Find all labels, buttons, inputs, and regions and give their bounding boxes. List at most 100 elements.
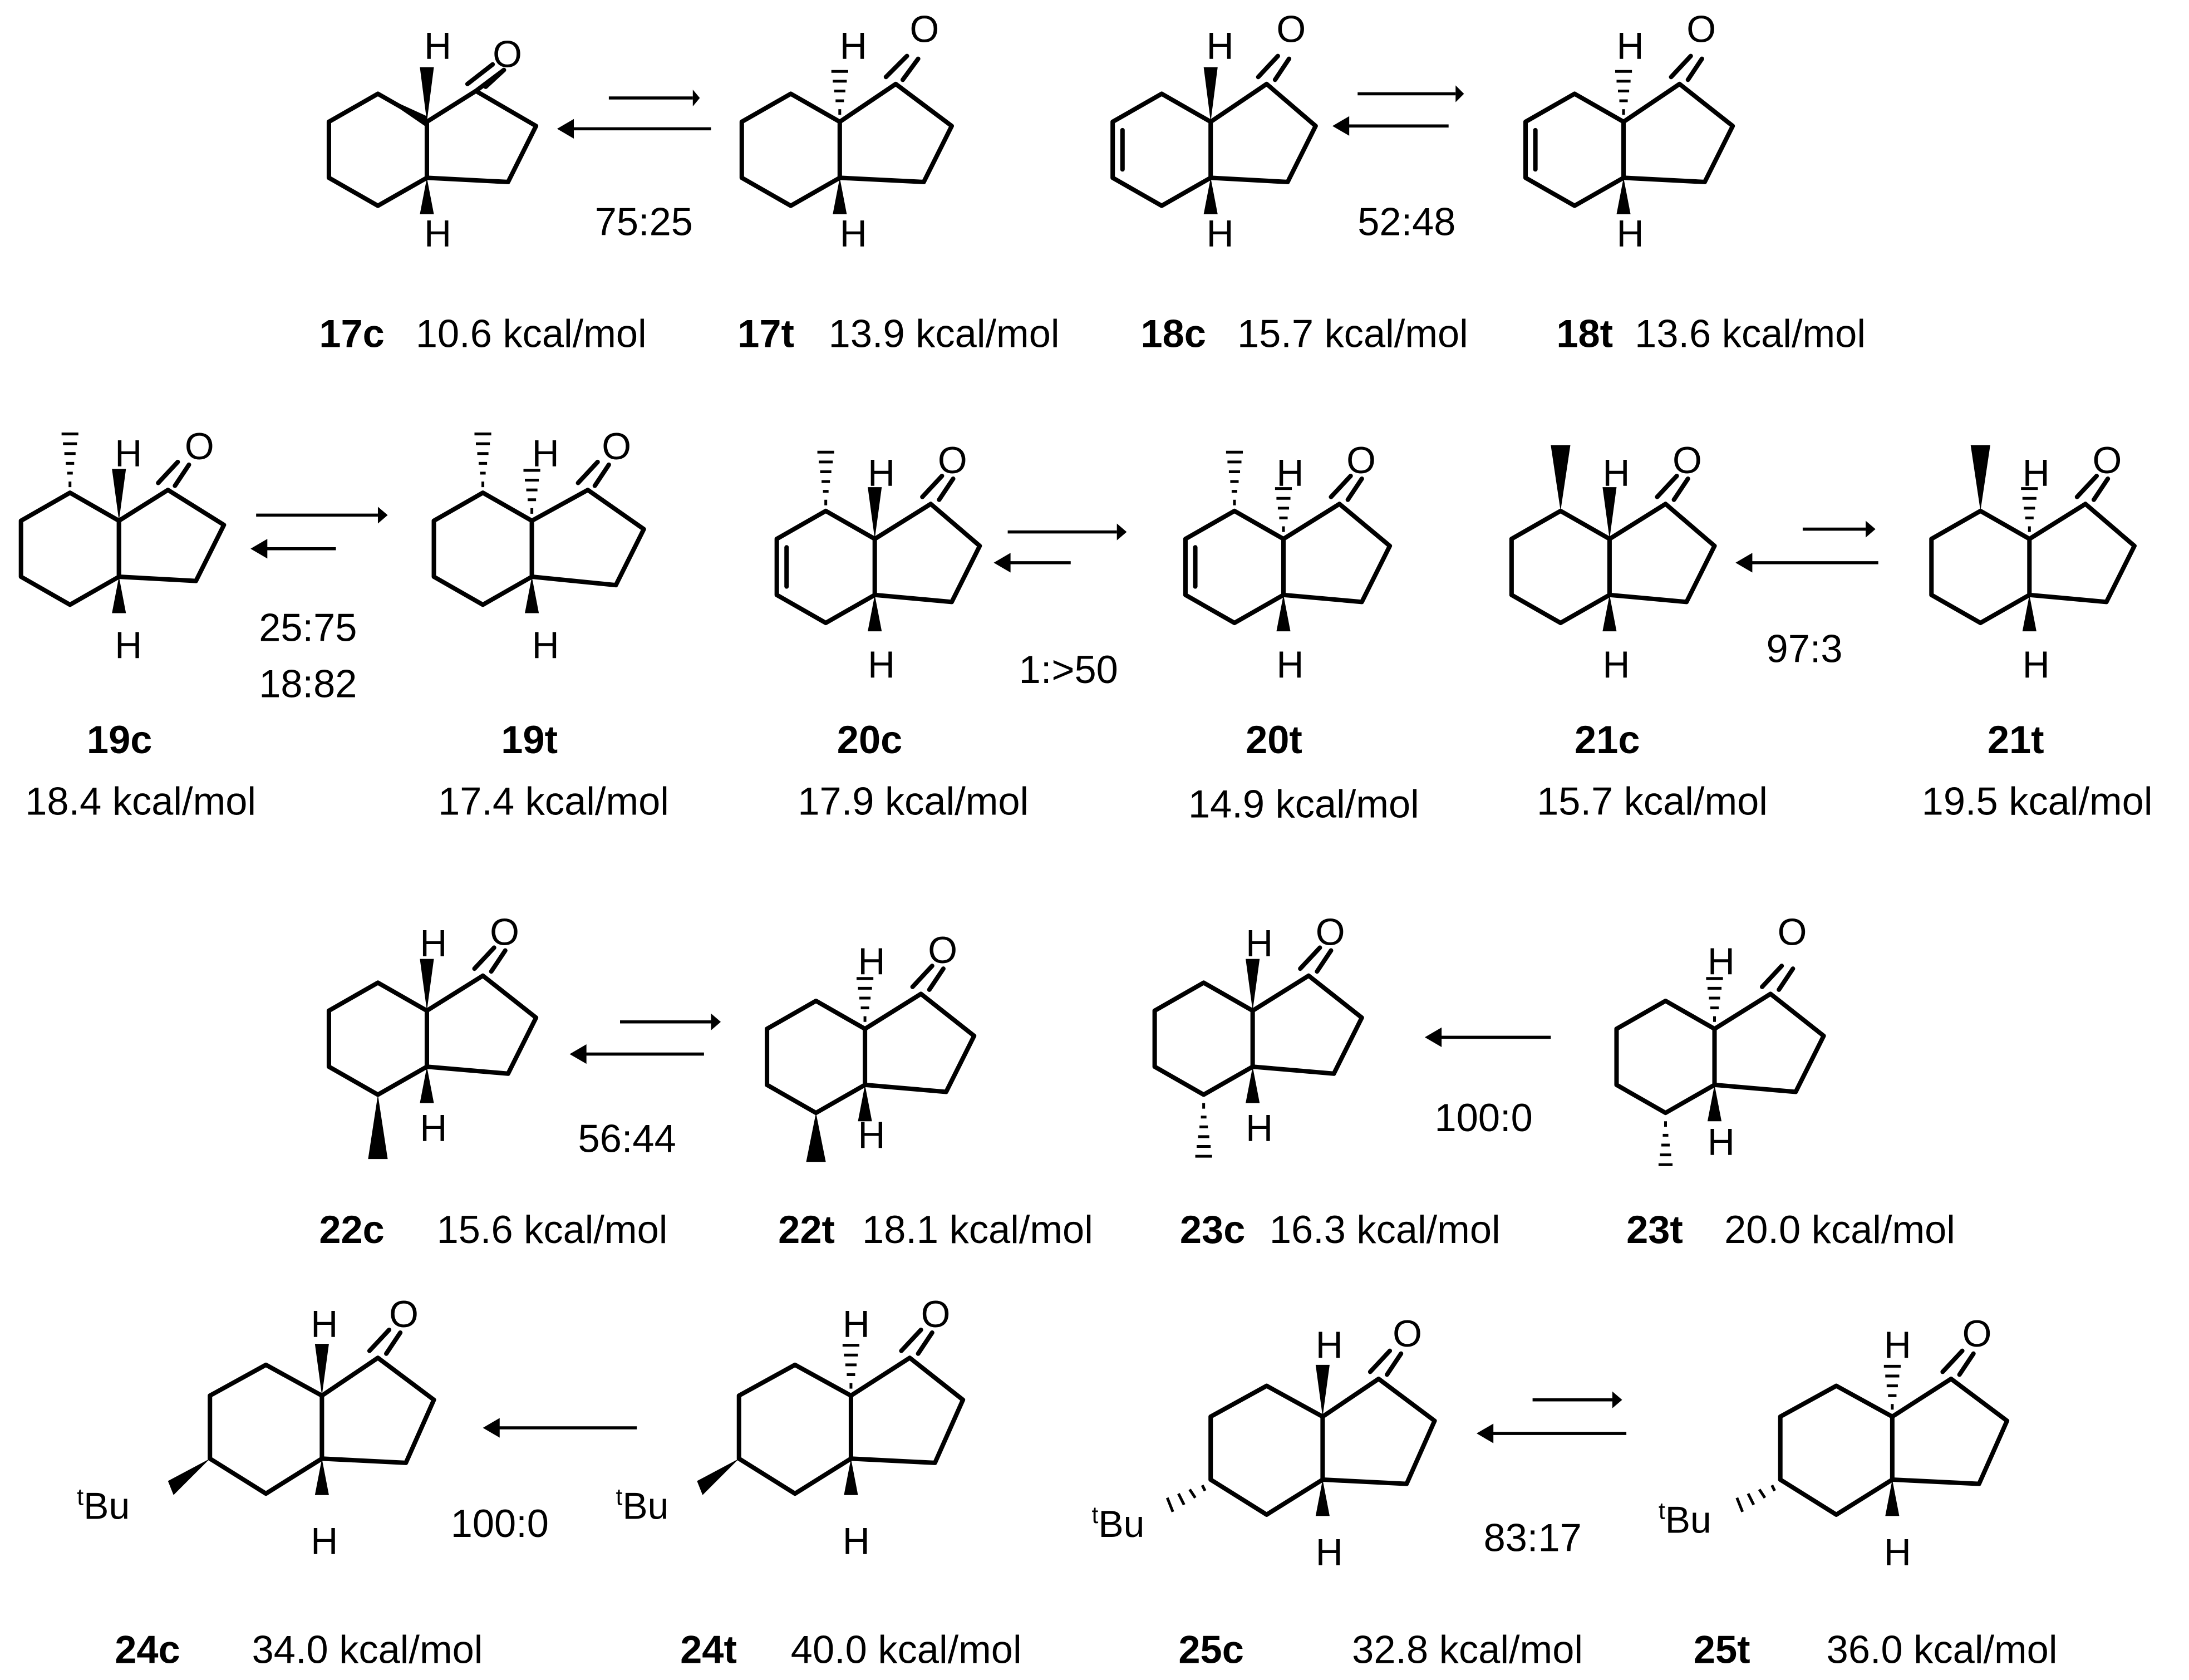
hydrogen-label: H bbox=[1316, 1324, 1343, 1366]
molecule-18t: H O H bbox=[1523, 8, 1735, 255]
molecule-23t: H O H bbox=[1614, 911, 1826, 1166]
reaction-arrow-23: 100:0 bbox=[1424, 1027, 1551, 1139]
compound-id: 24t bbox=[680, 1627, 737, 1671]
compound-id: 19t bbox=[501, 718, 558, 762]
oxygen-label: O bbox=[928, 930, 957, 971]
equilibrium-arrows-25: 83:17 bbox=[1477, 1391, 1627, 1559]
compound-energy: 34.0 kcal/mol bbox=[252, 1627, 483, 1671]
compound-id: 22c bbox=[319, 1207, 384, 1251]
equilibrium-arrows-22: 56:44 bbox=[569, 1013, 721, 1161]
molecule-23c: H O H bbox=[1152, 911, 1364, 1158]
oxygen-label: O bbox=[493, 34, 522, 76]
compound-energy: 14.9 kcal/mol bbox=[1188, 782, 1419, 826]
oxygen-label: O bbox=[1393, 1313, 1422, 1355]
labels-row-2: 19c 18.4 kcal/mol 19t 17.4 kcal/mol 20c … bbox=[25, 718, 2152, 826]
hydrogen-label: H bbox=[1207, 213, 1234, 255]
molecule-25c: H O H tBu bbox=[1091, 1313, 1437, 1573]
molecule-21c: H O H bbox=[1509, 440, 1717, 686]
compound-id: 24c bbox=[115, 1627, 180, 1671]
hydrogen-label: H bbox=[868, 453, 895, 494]
hydrogen-label: H bbox=[424, 213, 451, 255]
hydrogen-label: H bbox=[1246, 1107, 1273, 1149]
molecule-20c: H O H bbox=[774, 440, 982, 686]
oxygen-label: O bbox=[1673, 440, 1702, 482]
hydrogen-label: H bbox=[532, 433, 559, 474]
compound-energy: 17.4 kcal/mol bbox=[438, 779, 669, 823]
hydrogen-label: H bbox=[1316, 1531, 1343, 1573]
hydrogen-label: H bbox=[1602, 453, 1630, 494]
equilibrium-arrows-17: 75:25 bbox=[557, 89, 711, 243]
equilibrium-arrows-18: 52:48 bbox=[1332, 85, 1464, 243]
hydrogen-label: H bbox=[1246, 923, 1273, 965]
molecule-22c: H O H bbox=[326, 911, 539, 1160]
hydrogen-label: H bbox=[1884, 1531, 1911, 1573]
molecule-24c: H O H tBu bbox=[77, 1294, 436, 1562]
hydrogen-label: H bbox=[2023, 644, 2050, 686]
compound-id: 18t bbox=[1556, 312, 1613, 356]
equilibrium-arrows-20: 1:>50 bbox=[993, 523, 1127, 691]
hydrogen-label: H bbox=[2023, 453, 2050, 494]
tert-butyl-label: tBu bbox=[616, 1483, 668, 1527]
oxygen-label: O bbox=[1276, 8, 1306, 50]
molecule-21t: H O H bbox=[1929, 440, 2137, 686]
hydrogen-label: H bbox=[1884, 1324, 1911, 1366]
hydrogen-label: H bbox=[420, 923, 447, 965]
compound-id: 25c bbox=[1178, 1627, 1243, 1671]
compound-id: 20t bbox=[1246, 718, 1302, 762]
oxygen-label: O bbox=[1962, 1313, 1992, 1355]
compound-id: 21c bbox=[1575, 718, 1640, 762]
hydrogen-label: H bbox=[840, 213, 867, 255]
molecule-17c: H O H bbox=[326, 26, 539, 255]
molecule-17t: H O H bbox=[739, 8, 955, 255]
oxygen-label: O bbox=[1686, 8, 1716, 50]
compound-id: 19c bbox=[87, 718, 152, 762]
equilibrium-arrows-21: 97:3 bbox=[1735, 520, 1878, 670]
hydrogen-label: H bbox=[1616, 213, 1644, 255]
hydrogen-label: H bbox=[311, 1520, 338, 1562]
molecule-22t: H O H bbox=[765, 930, 977, 1162]
ratio-20: 1:>50 bbox=[1019, 647, 1118, 691]
ratio-25: 83:17 bbox=[1484, 1515, 1582, 1559]
hydrogen-label: H bbox=[1602, 644, 1630, 686]
oxygen-label: O bbox=[938, 440, 967, 482]
compound-id: 17c bbox=[319, 312, 384, 356]
tert-butyl-label: tBu bbox=[1091, 1502, 1144, 1545]
compound-id: 25t bbox=[1694, 1627, 1750, 1671]
tert-butyl-label: tBu bbox=[1659, 1497, 1711, 1541]
hydrogen-label: H bbox=[840, 26, 867, 67]
compound-energy: 13.9 kcal/mol bbox=[829, 312, 1060, 356]
ratio-23: 100:0 bbox=[1435, 1096, 1533, 1139]
oxygen-label: O bbox=[910, 8, 939, 50]
hydrogen-label: H bbox=[1708, 1122, 1735, 1163]
ratio-18: 52:48 bbox=[1357, 199, 1455, 243]
compound-energy: 15.7 kcal/mol bbox=[1237, 312, 1468, 356]
compound-energy: 17.9 kcal/mol bbox=[798, 779, 1029, 823]
molecule-19c: H O H bbox=[18, 426, 227, 666]
hydrogen-label: H bbox=[1276, 644, 1303, 686]
hydrogen-label: H bbox=[843, 1304, 870, 1345]
oxygen-label: O bbox=[602, 426, 631, 468]
compound-energy: 15.7 kcal/mol bbox=[1537, 779, 1768, 823]
molecule-18c: H O H bbox=[1110, 8, 1318, 255]
hydrogen-label: H bbox=[858, 1114, 886, 1156]
equilibrium-arrows-19: 25:75 18:82 bbox=[250, 507, 388, 705]
hydrogen-label: H bbox=[424, 26, 451, 67]
labels-row-4: 24c 34.0 kcal/mol 24t 40.0 kcal/mol 25c … bbox=[115, 1627, 2057, 1671]
compound-id: 23c bbox=[1180, 1207, 1245, 1251]
molecule-24t: H O H tBu bbox=[616, 1294, 966, 1562]
ratio-22: 56:44 bbox=[578, 1117, 676, 1161]
compound-energy: 15.6 kcal/mol bbox=[437, 1207, 668, 1251]
oxygen-label: O bbox=[389, 1294, 419, 1335]
compound-energy: 16.3 kcal/mol bbox=[1270, 1207, 1501, 1251]
oxygen-label: O bbox=[1778, 911, 1807, 953]
reaction-arrow-24: 100:0 bbox=[451, 1418, 637, 1545]
oxygen-label: O bbox=[921, 1294, 951, 1335]
compound-id: 22t bbox=[778, 1207, 835, 1251]
hydrogen-label: H bbox=[115, 433, 142, 474]
compound-energy: 20.0 kcal/mol bbox=[1724, 1207, 1955, 1251]
hydrogen-label: H bbox=[1708, 941, 1735, 983]
molecule-20t: H O H bbox=[1183, 440, 1393, 686]
compound-energy: 19.5 kcal/mol bbox=[1922, 779, 2153, 823]
ratio-17: 75:25 bbox=[595, 199, 693, 243]
